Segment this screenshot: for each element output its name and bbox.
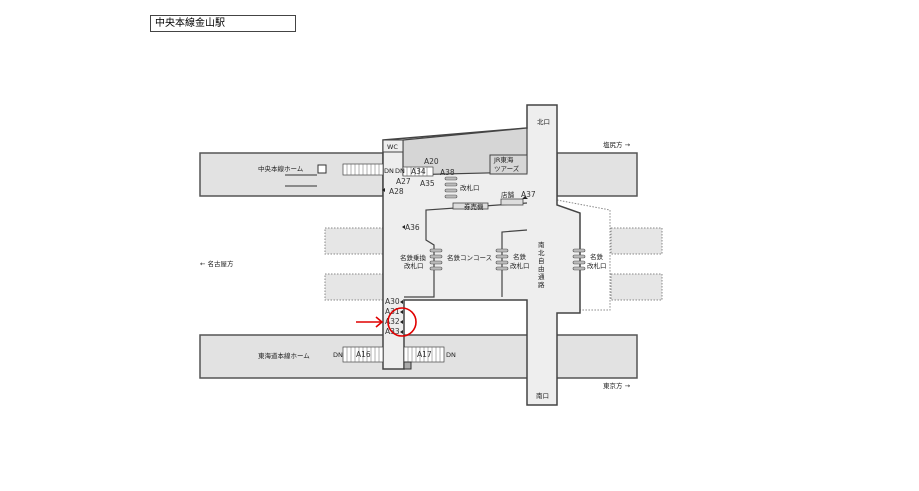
wc-label: WC bbox=[387, 143, 398, 151]
meitetsu-gate-label: 改札口 bbox=[587, 261, 607, 270]
marker-a20: A20 bbox=[424, 157, 439, 166]
marker-a32: A32 bbox=[385, 317, 400, 326]
marker-a35: A35 bbox=[420, 179, 435, 188]
stairs-dn-label: DN bbox=[333, 351, 343, 359]
tokaido-platform-label: 東海道本線ホーム bbox=[258, 351, 310, 360]
meitetsu-platform bbox=[610, 227, 663, 255]
chuo-platform-east bbox=[556, 152, 638, 197]
svg-text:通: 通 bbox=[538, 272, 545, 281]
meitetsu-concourse-wall bbox=[501, 229, 528, 297]
svg-text:自: 自 bbox=[538, 256, 545, 265]
direction-shiojiri: 塩尻方 → bbox=[603, 140, 631, 149]
jr-tours-label: ツアーズ bbox=[494, 164, 520, 173]
direction-nagoya: ← 名古屋方 bbox=[200, 259, 234, 268]
shop-label: 店舗 bbox=[501, 190, 515, 199]
meitetsu-concourse-wall bbox=[404, 202, 528, 298]
elevator-icon bbox=[317, 164, 327, 174]
marker-a34: A34 bbox=[411, 167, 426, 176]
ticket-machine-label: 券売機 bbox=[464, 202, 484, 211]
shop-block bbox=[500, 198, 524, 206]
meitetsu-outline bbox=[556, 199, 611, 311]
marker-a38: A38 bbox=[440, 168, 455, 177]
meitetsu-gate-label: 改札口 bbox=[510, 261, 530, 270]
ticket-gate-icon bbox=[429, 176, 586, 271]
meitetsu-gate-label: 名鉄 bbox=[590, 252, 604, 261]
stairs-dn-label: DN bbox=[395, 167, 405, 175]
marker-a36: A36 bbox=[405, 223, 420, 232]
ticket-machine-block bbox=[452, 202, 489, 210]
wc-room bbox=[382, 139, 404, 153]
svg-text:北: 北 bbox=[538, 249, 545, 257]
marker-a16: A16 bbox=[356, 350, 371, 359]
marker-a27: A27 bbox=[396, 177, 411, 186]
highlight-circle bbox=[387, 307, 417, 337]
meitetsu-platform bbox=[610, 273, 663, 301]
marker-a30: A30 bbox=[385, 297, 400, 306]
jr-tours-label: JR東海 bbox=[493, 155, 514, 164]
jr-tours-office bbox=[489, 154, 528, 175]
svg-text:路: 路 bbox=[538, 280, 545, 289]
tokaido-platform bbox=[199, 334, 638, 379]
meitetsu-transfer-label: 改札口 bbox=[404, 261, 424, 270]
elevator-icon bbox=[403, 361, 412, 370]
page-title: 中央本線金山駅 bbox=[150, 15, 296, 32]
svg-text:南: 南 bbox=[538, 240, 545, 249]
stairs-dn-label: DN bbox=[446, 351, 456, 359]
marker-a37: A37 bbox=[521, 190, 536, 199]
meitetsu-concourse-label: 名鉄コンコース bbox=[447, 253, 492, 262]
concourse-floor bbox=[382, 104, 581, 406]
meitetsu-platform bbox=[324, 273, 384, 301]
meitetsu-gate-label: 名鉄 bbox=[513, 252, 527, 261]
chuo-platform-label: 中央本線ホーム bbox=[258, 164, 304, 173]
ticket-gate-label: 改札口 bbox=[460, 183, 480, 192]
south-exit-label[interactable]: 南口 bbox=[536, 391, 549, 400]
direction-tokyo: 東京方 → bbox=[603, 381, 631, 390]
marker-a28: A28 bbox=[389, 187, 404, 196]
highlight-arrow-icon bbox=[356, 316, 384, 328]
meitetsu-platform bbox=[324, 227, 384, 255]
north-exit-label[interactable]: 北口 bbox=[537, 118, 550, 126]
svg-text:由: 由 bbox=[538, 264, 545, 273]
marker-a17: A17 bbox=[417, 350, 432, 359]
meitetsu-transfer-label: 名鉄乗換 bbox=[400, 253, 427, 262]
free-passage-label: 南 北 自 由 通 路 bbox=[538, 240, 545, 289]
stairs-dn-label: DN bbox=[384, 167, 394, 175]
